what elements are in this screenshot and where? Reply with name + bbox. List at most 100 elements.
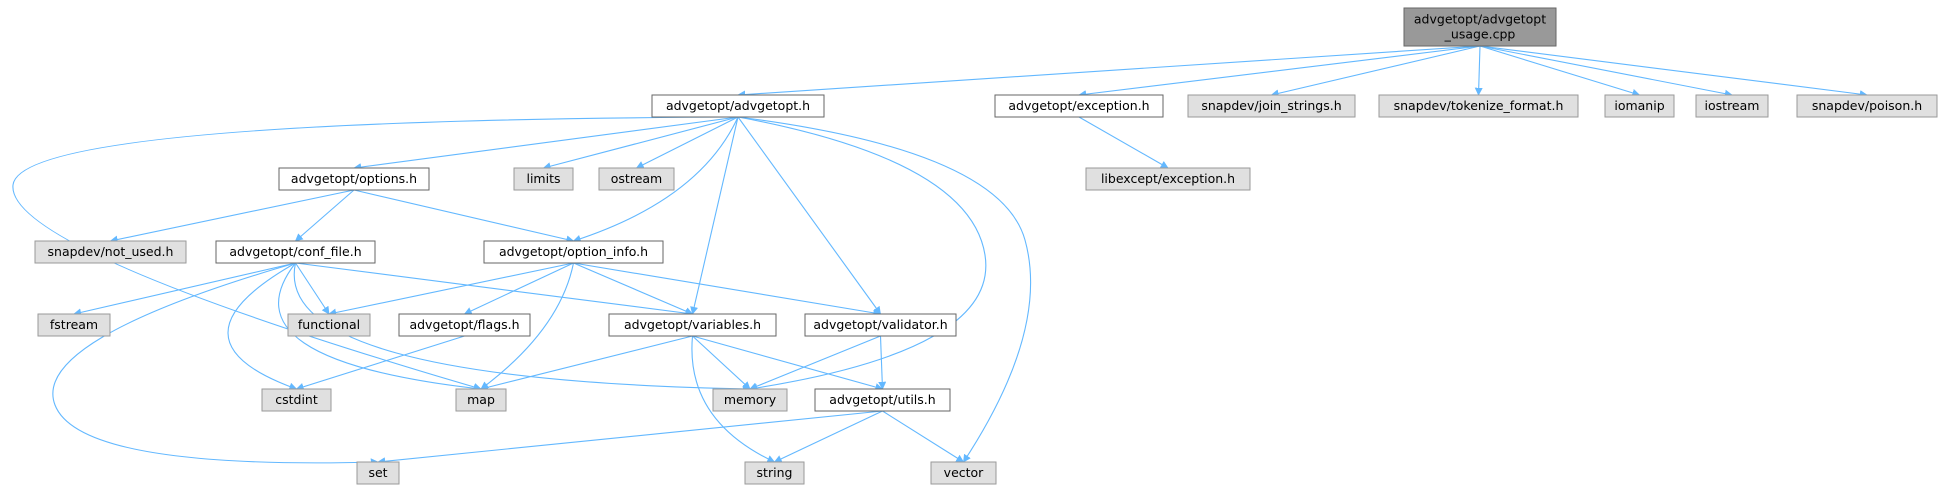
edge-variables_h-to-string bbox=[691, 335, 776, 463]
node-iostream: iostream bbox=[1695, 94, 1769, 118]
edge-usage-to-poison bbox=[1479, 45, 1868, 99]
node-box bbox=[1695, 94, 1769, 118]
node-label: memory bbox=[724, 392, 777, 407]
node-variables-h[interactable]: advgetopt/variables.h bbox=[608, 313, 777, 337]
node-box bbox=[651, 94, 825, 118]
edge-utils_h-to-set bbox=[377, 410, 883, 466]
node-box bbox=[455, 388, 507, 412]
node-label: iostream bbox=[1705, 98, 1760, 113]
node-box bbox=[1085, 167, 1251, 191]
node-box bbox=[804, 313, 957, 337]
node-box bbox=[1604, 94, 1675, 118]
edge-advgetopt_h-to-validator_h bbox=[737, 116, 881, 315]
node-libexcept: libexcept/exception.h bbox=[1085, 167, 1251, 191]
node-label: ostream bbox=[611, 171, 662, 186]
node-box bbox=[598, 167, 675, 191]
edge-variables_h-to-memory bbox=[692, 335, 751, 390]
edge-variables_h-to-utils_h bbox=[692, 335, 884, 391]
edge-flags_h-to-cstdint bbox=[295, 335, 465, 391]
node-box bbox=[215, 240, 376, 264]
node-label: advgetopt/flags.h bbox=[409, 317, 519, 332]
node-vector: vector bbox=[930, 461, 997, 485]
edge-usage-to-tokenize_format bbox=[1474, 45, 1483, 96]
edge-advgetopt_h-to-memory bbox=[737, 116, 987, 392]
node-box bbox=[1403, 7, 1557, 47]
edge-usage-to-iostream bbox=[1479, 45, 1733, 98]
edge-advgetopt_h-to-option_info bbox=[572, 116, 739, 243]
edge-conf_file-to-functional bbox=[295, 262, 330, 315]
node-label: advgetopt/conf_file.h bbox=[229, 244, 361, 259]
node-box bbox=[1378, 94, 1579, 118]
edge-utils_h-to-string bbox=[773, 410, 883, 463]
node-box bbox=[278, 167, 430, 191]
edges-layer bbox=[12, 45, 1868, 467]
node-options-h[interactable]: advgetopt/options.h bbox=[278, 167, 430, 191]
node-label: limits bbox=[526, 171, 560, 186]
node-box bbox=[712, 388, 788, 412]
edge-conf_file-to-fstream bbox=[73, 262, 296, 317]
node-iomanip: iomanip bbox=[1604, 94, 1675, 118]
edge-variables_h-to-map bbox=[480, 335, 693, 392]
node-box bbox=[34, 240, 187, 264]
edge-option_info-to-functional bbox=[328, 262, 574, 317]
node-memory: memory bbox=[712, 388, 788, 412]
edge-option_info-to-variables_h bbox=[573, 262, 694, 315]
node-label: snapdev/join_strings.h bbox=[1201, 98, 1341, 113]
node-box bbox=[513, 167, 574, 191]
node-box bbox=[1187, 94, 1356, 118]
node-label: snapdev/not_used.h bbox=[48, 244, 174, 259]
edge-advgetopt_h-to-limits bbox=[542, 116, 739, 171]
node-ostream: ostream bbox=[598, 167, 675, 191]
node-label: advgetopt/validator.h bbox=[813, 317, 947, 332]
edge-conf_file-to-cstdint bbox=[227, 262, 298, 391]
edge-validator_h-to-utils_h bbox=[878, 335, 887, 390]
edge-options_h-to-conf_file bbox=[294, 189, 355, 242]
edge-options_h-to-not_used bbox=[109, 189, 355, 244]
edge-option_info-to-flags_h bbox=[463, 262, 574, 315]
edge-usage-to-exception_h bbox=[1078, 45, 1481, 99]
node-label: fstream bbox=[50, 317, 98, 332]
node-box bbox=[287, 313, 371, 337]
node-join-strings: snapdev/join_strings.h bbox=[1187, 94, 1356, 118]
node-box bbox=[814, 388, 951, 412]
edge-advgetopt_h-to-ostream bbox=[635, 116, 739, 169]
node-conf-file[interactable]: advgetopt/conf_file.h bbox=[215, 240, 376, 264]
node-box bbox=[261, 388, 332, 412]
node-box bbox=[483, 240, 664, 264]
edge-option_info-to-map bbox=[480, 262, 575, 390]
edge-conf_file-to-memory bbox=[293, 262, 751, 393]
node-option-info[interactable]: advgetopt/option_info.h bbox=[483, 240, 664, 264]
node-label: string bbox=[757, 465, 793, 480]
node-flags-h[interactable]: advgetopt/flags.h bbox=[398, 313, 531, 337]
node-box bbox=[37, 313, 111, 337]
node-label: advgetopt/exception.h bbox=[1008, 98, 1149, 113]
node-limits: limits bbox=[513, 167, 574, 191]
node-label: libexcept/exception.h bbox=[1101, 171, 1235, 186]
node-label: cstdint bbox=[275, 392, 318, 407]
edge-option_info-to-validator_h bbox=[573, 262, 882, 317]
edge-conf_file-to-map bbox=[278, 262, 482, 393]
node-advgetopt-h[interactable]: advgetopt/advgetopt.h bbox=[651, 94, 825, 118]
node-exception-h[interactable]: advgetopt/exception.h bbox=[994, 94, 1164, 118]
node-label: iomanip bbox=[1614, 98, 1664, 113]
edge-usage-to-iomanip bbox=[1479, 45, 1641, 97]
node-cstdint: cstdint bbox=[261, 388, 332, 412]
edge-usage-to-advgetopt_h bbox=[737, 45, 1481, 99]
node-fstream: fstream bbox=[37, 313, 111, 337]
node-box bbox=[744, 461, 805, 485]
node-usage[interactable]: advgetopt/advgetopt_usage.cpp bbox=[1403, 7, 1557, 47]
edge-utils_h-to-vector bbox=[882, 410, 965, 463]
node-functional: functional bbox=[287, 313, 371, 337]
node-string: string bbox=[744, 461, 805, 485]
node-label: map bbox=[467, 392, 495, 407]
node-utils-h[interactable]: advgetopt/utils.h bbox=[814, 388, 951, 412]
node-box bbox=[398, 313, 531, 337]
node-not-used: snapdev/not_used.h bbox=[34, 240, 187, 264]
node-poison: snapdev/poison.h bbox=[1796, 94, 1938, 118]
node-label: advgetopt/option_info.h bbox=[499, 244, 648, 259]
node-label: advgetopt/advgetopt bbox=[1414, 12, 1546, 27]
node-label: functional bbox=[298, 317, 360, 332]
node-validator-h[interactable]: advgetopt/validator.h bbox=[804, 313, 957, 337]
node-label: advgetopt/advgetopt.h bbox=[666, 98, 810, 113]
